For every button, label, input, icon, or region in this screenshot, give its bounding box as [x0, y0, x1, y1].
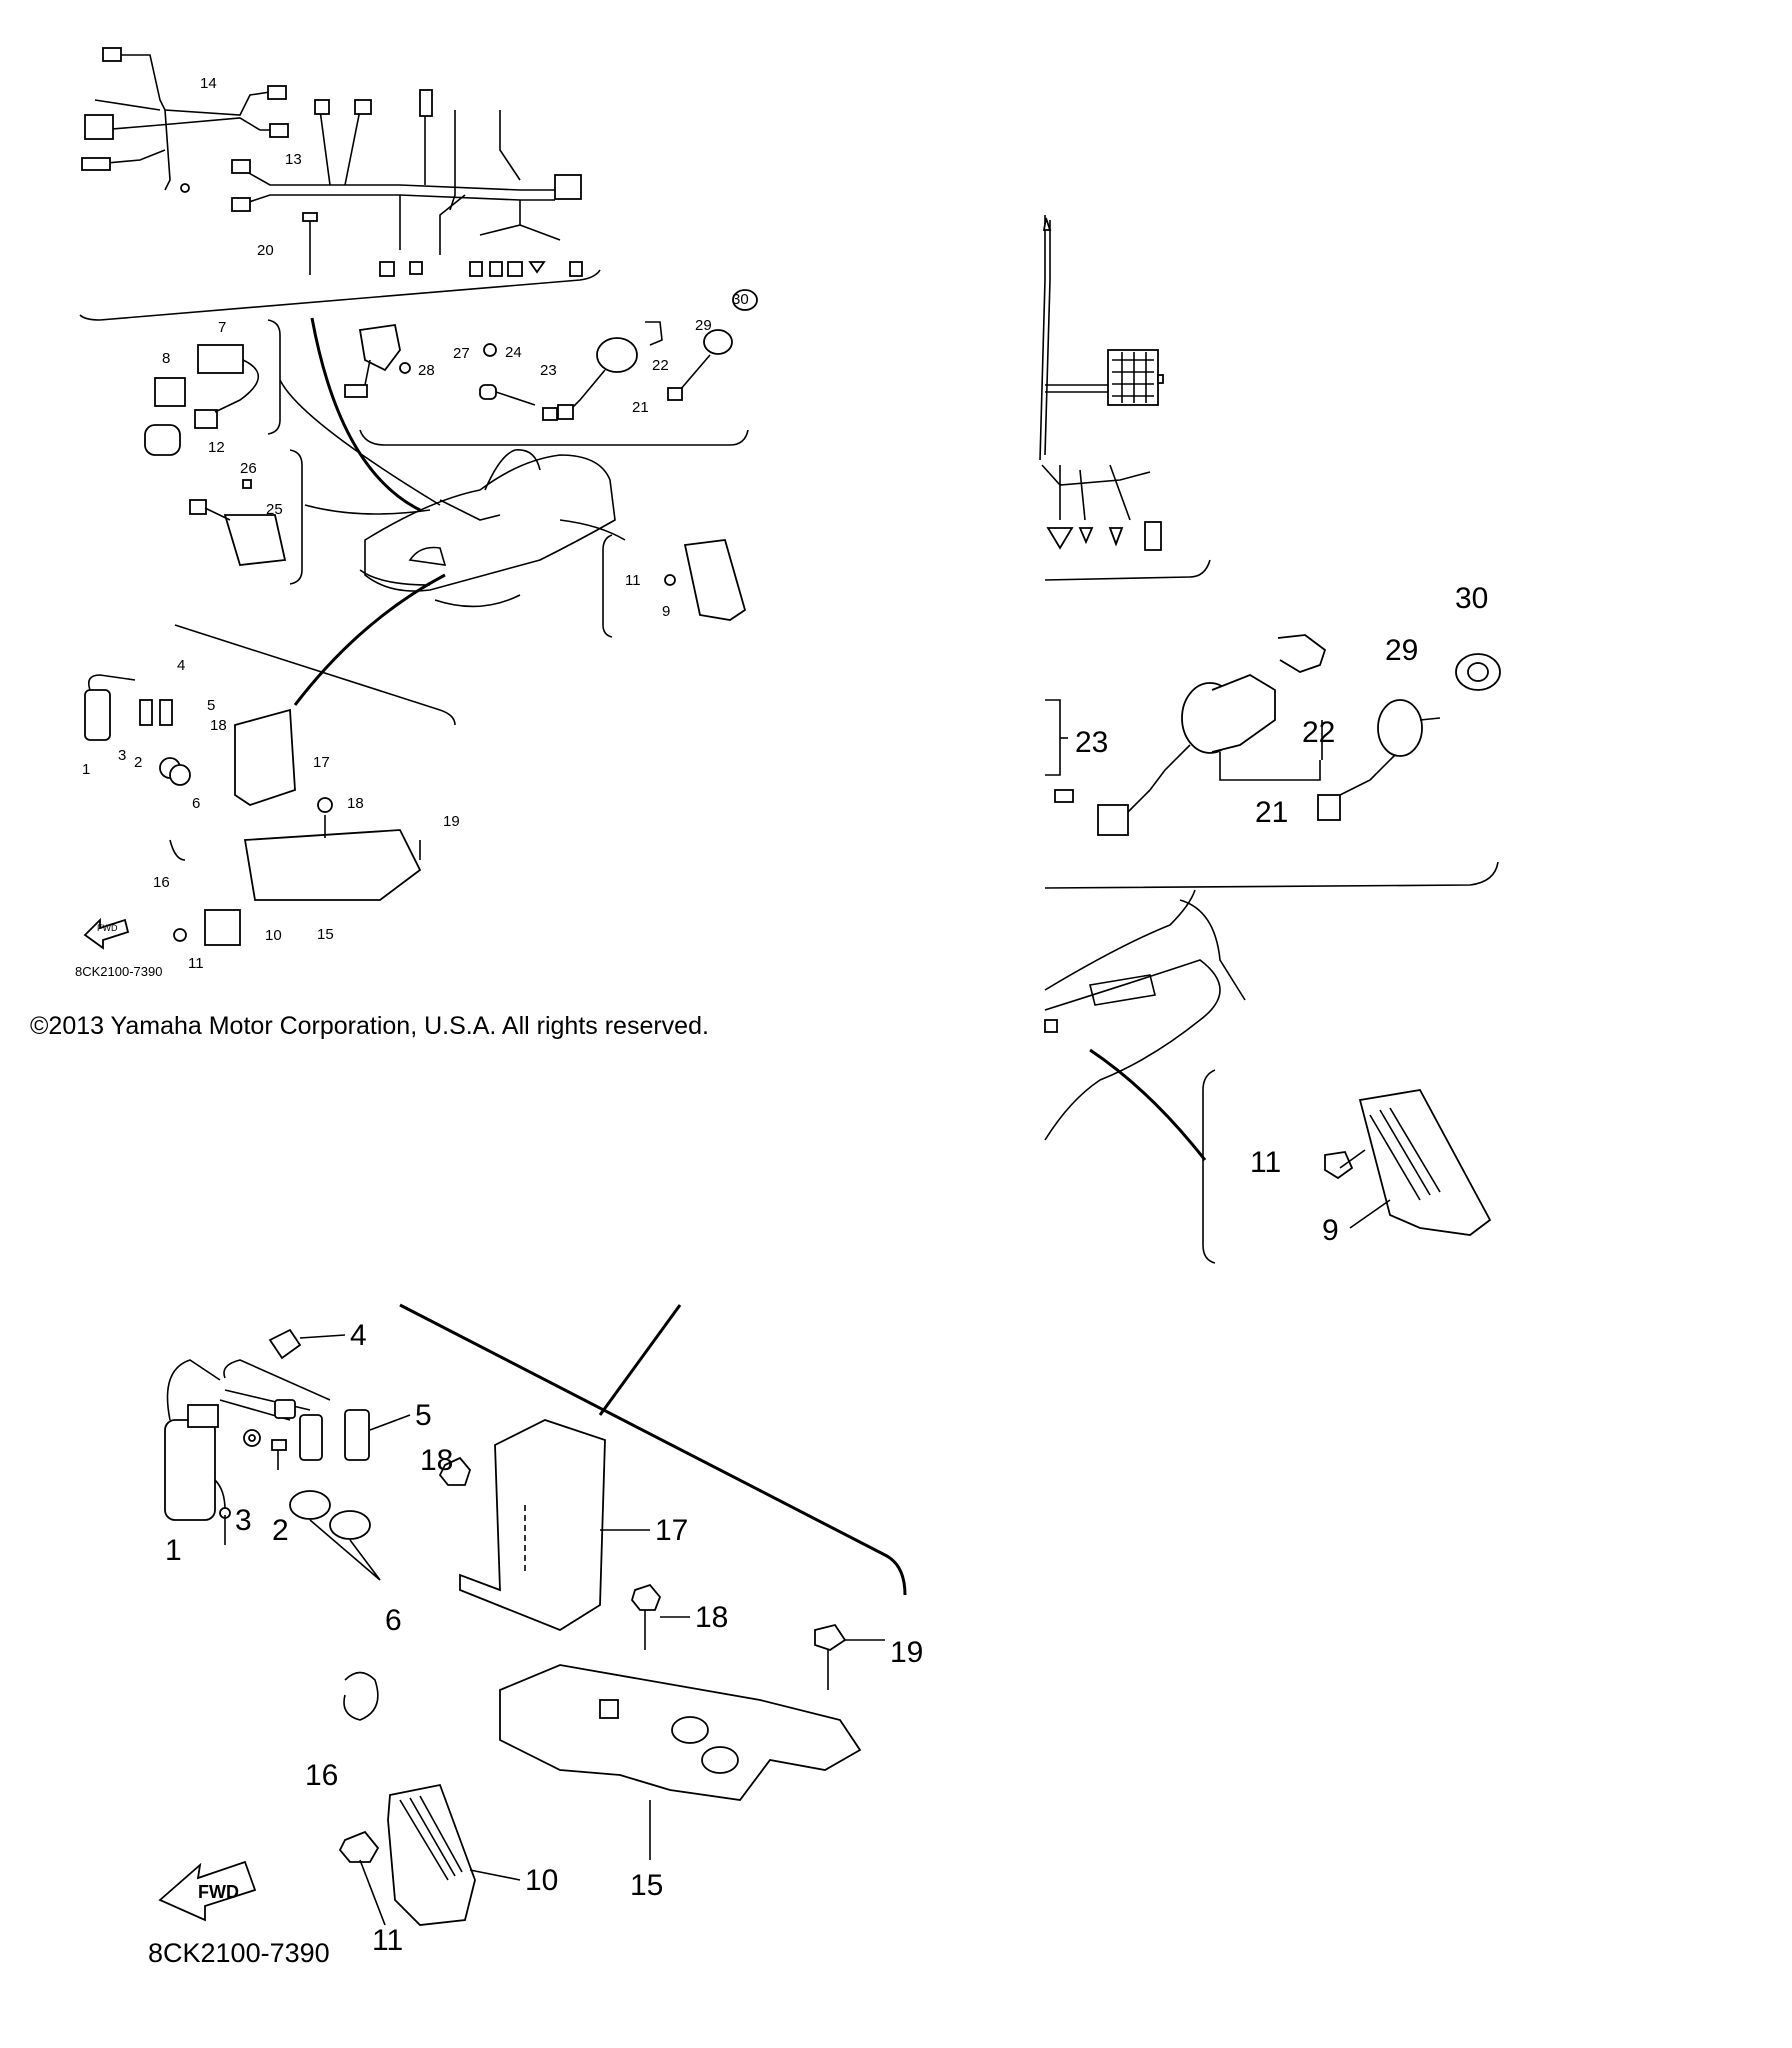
- diagram-code-small: 8CK2100-7390: [75, 964, 162, 979]
- callout-18b: 18: [347, 795, 364, 812]
- detail-bottom-panel: [158, 1303, 907, 1926]
- callout-15: 15: [317, 926, 334, 943]
- callout-5: 5: [207, 697, 215, 714]
- wire-harness-13: [79, 89, 601, 321]
- callout-bottom-10: 10: [525, 1864, 558, 1897]
- callout-bottom-18: 18: [420, 1444, 453, 1477]
- callout-right-9: 9: [1322, 1214, 1339, 1247]
- callout-bottom-17: 17: [655, 1514, 688, 1547]
- callout-1: 1: [82, 761, 90, 778]
- callout-4: 4: [177, 657, 185, 674]
- callout-bottom-6: 6: [385, 1604, 402, 1637]
- callout-14: 14: [200, 75, 217, 92]
- callout-bottom-19: 19: [890, 1636, 923, 1669]
- callout-22: 22: [652, 357, 669, 374]
- callout-27: 27: [453, 345, 470, 362]
- callout-bottom-16: 16: [305, 1759, 338, 1792]
- cable-tie-20: [302, 212, 318, 275]
- snowmobile-silhouette: [359, 449, 616, 608]
- callout-10: 10: [265, 927, 282, 944]
- subbox-21-30: [344, 289, 758, 446]
- callout-7: 7: [218, 319, 226, 336]
- callout-bottom-18b: 18: [695, 1601, 728, 1634]
- callout-6: 6: [192, 795, 200, 812]
- callout-25: 25: [266, 501, 283, 518]
- callout-bottom-2: 2: [272, 1514, 289, 1547]
- callout-8: 8: [162, 350, 170, 367]
- callout-13: 13: [285, 151, 302, 168]
- callout-28: 28: [418, 362, 435, 379]
- callout-right-30: 30: [1455, 582, 1488, 615]
- copyright-notice: ©2013 Yamaha Motor Corporation, U.S.A. A…: [30, 1012, 709, 1040]
- overview-panel: [79, 47, 758, 950]
- callout-30: 30: [732, 291, 749, 308]
- subbox-9-11: [602, 534, 747, 638]
- callout-right-29: 29: [1385, 634, 1418, 667]
- callout-26: 26: [240, 460, 257, 477]
- leader-lines-bottom: [299, 1334, 885, 1926]
- callout-11: 11: [625, 572, 641, 589]
- callout-right-22: 22: [1302, 716, 1335, 749]
- subbox-25-26: [189, 449, 303, 585]
- callout-right-11: 11: [1250, 1146, 1281, 1179]
- diagram-code: 8CK2100-7390: [148, 1938, 330, 1968]
- callout-3: 3: [118, 747, 126, 764]
- callout-9: 9: [662, 603, 670, 620]
- callout-24: 24: [505, 344, 522, 361]
- callout-23: 23: [540, 362, 557, 379]
- overview-callouts: 14 13 20 7 8 12 27 28 24 23 22 21 29 30 …: [75, 75, 749, 979]
- callout-20: 20: [257, 242, 274, 259]
- callout-bottom-15: 15: [630, 1869, 663, 1902]
- callout-19: 19: [443, 813, 460, 830]
- callout-right-23: 23: [1075, 726, 1108, 759]
- callout-21: 21: [632, 399, 649, 416]
- callout-11b: 11: [188, 955, 204, 972]
- fwd-label-small: FWD: [97, 923, 118, 933]
- overview-lower-box: [83, 624, 456, 950]
- detail-right-callouts: 30 29 23 22 21 11 9: [1075, 582, 1488, 1247]
- subbox-7-8-12: [144, 319, 281, 456]
- callout-16: 16: [153, 874, 170, 891]
- callout-12: 12: [208, 439, 225, 456]
- detail-right-panel: [1039, 215, 1501, 1264]
- callout-right-21: 21: [1255, 796, 1288, 829]
- callout-bottom-3: 3: [235, 1504, 252, 1537]
- callout-2: 2: [134, 754, 142, 771]
- detail-bottom-callouts: 4 5 18 17 1 3 2 6 18 19 16 10 15 11 FWD …: [148, 1319, 923, 1968]
- callout-bottom-5: 5: [415, 1399, 432, 1432]
- callout-bottom-1: 1: [165, 1534, 182, 1567]
- callout-bottom-11: 11: [372, 1924, 403, 1957]
- fwd-label: FWD: [198, 1882, 239, 1902]
- callout-29: 29: [695, 317, 712, 334]
- callout-bottom-4: 4: [350, 1319, 367, 1352]
- callout-18: 18: [210, 717, 227, 734]
- callout-17: 17: [313, 754, 330, 771]
- wire-harness-14: [81, 47, 289, 193]
